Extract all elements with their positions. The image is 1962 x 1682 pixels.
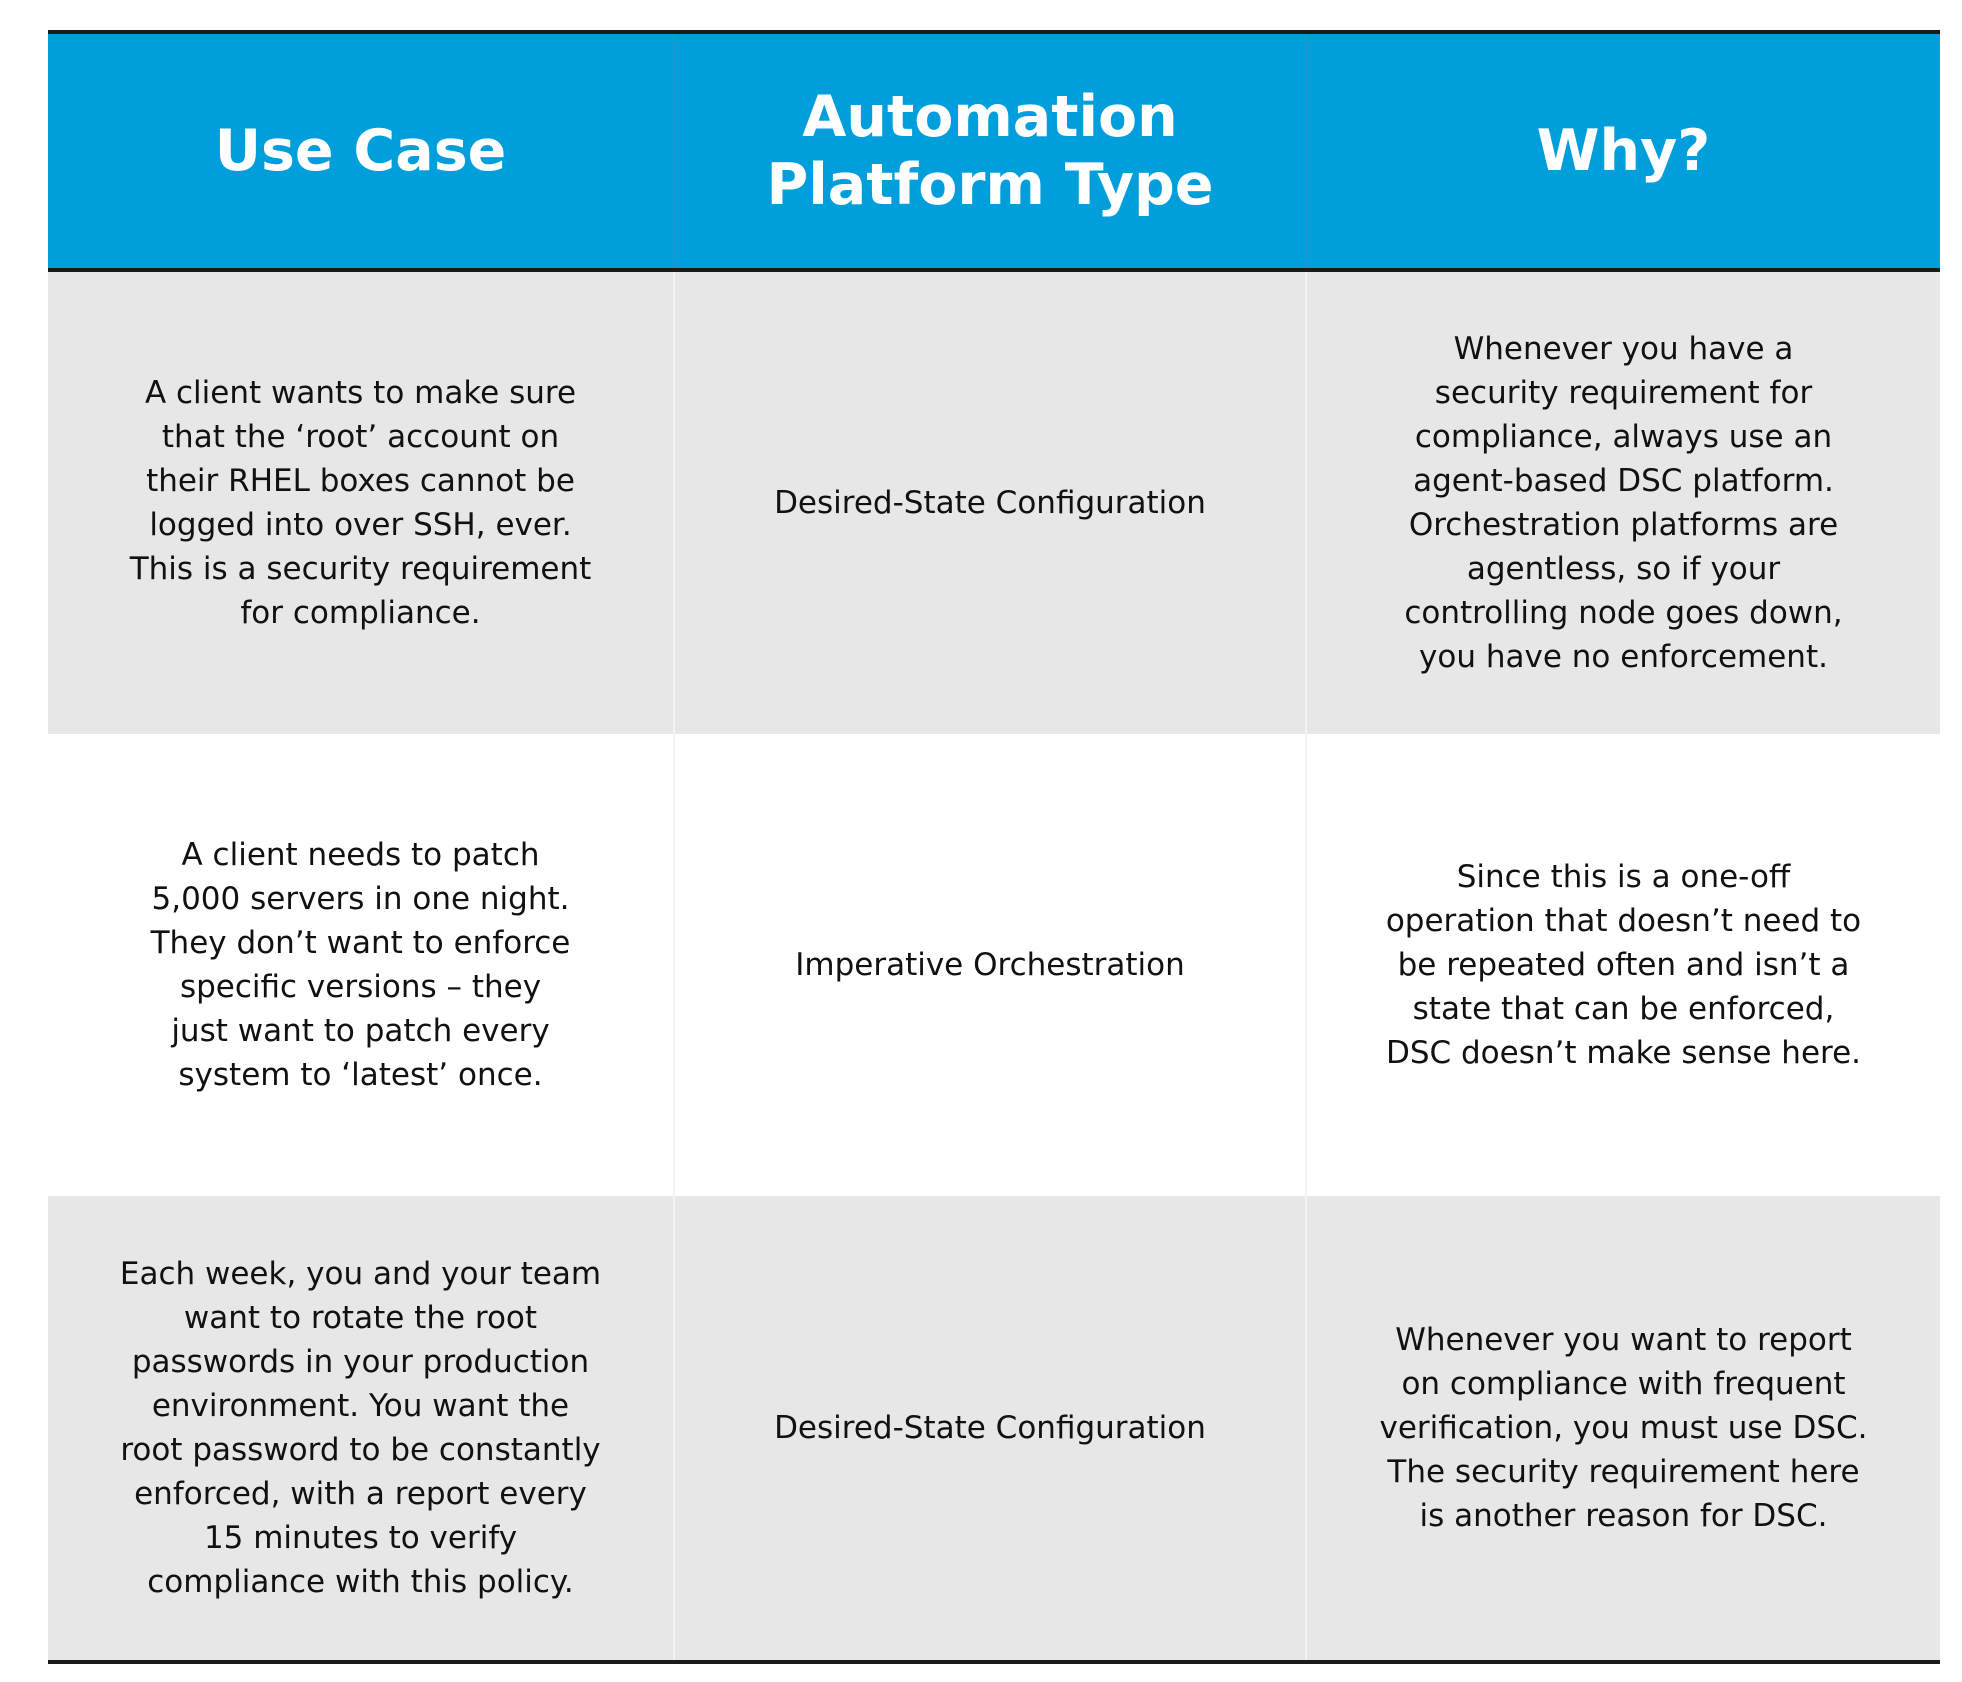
use-case-cell: A client wants to make sure that the ‘ro…	[129, 375, 592, 631]
use-case-cell: Each week, you and your team want to rot…	[119, 1256, 602, 1600]
table-row: A client wants to make sure that the ‘ro…	[48, 272, 1940, 734]
platform-type-cell: Desired-State Configuration	[673, 272, 1305, 734]
platform-type-cell: Desired-State Configuration	[673, 1196, 1305, 1660]
header-platform-type: Automation Platform Type	[673, 34, 1305, 268]
table-row: A client needs to patch 5,000 servers in…	[48, 734, 1940, 1196]
use-case-cell: A client needs to patch 5,000 servers in…	[150, 837, 571, 1093]
header-use-case: Use Case	[214, 118, 507, 184]
comparison-table: Use Case Automation Platform Type Why? A…	[48, 30, 1940, 1664]
why-cell: Since this is a one-off operation that d…	[1305, 734, 1940, 1196]
table-header-row: Use Case Automation Platform Type Why?	[48, 34, 1940, 272]
why-cell: Whenever you have a security requirement…	[1305, 272, 1940, 734]
why-cell: Whenever you want to report on complianc…	[1305, 1196, 1940, 1660]
platform-type-cell: Imperative Orchestration	[673, 734, 1305, 1196]
table-row: Each week, you and your team want to rot…	[48, 1196, 1940, 1660]
header-why: Why?	[1305, 34, 1940, 268]
